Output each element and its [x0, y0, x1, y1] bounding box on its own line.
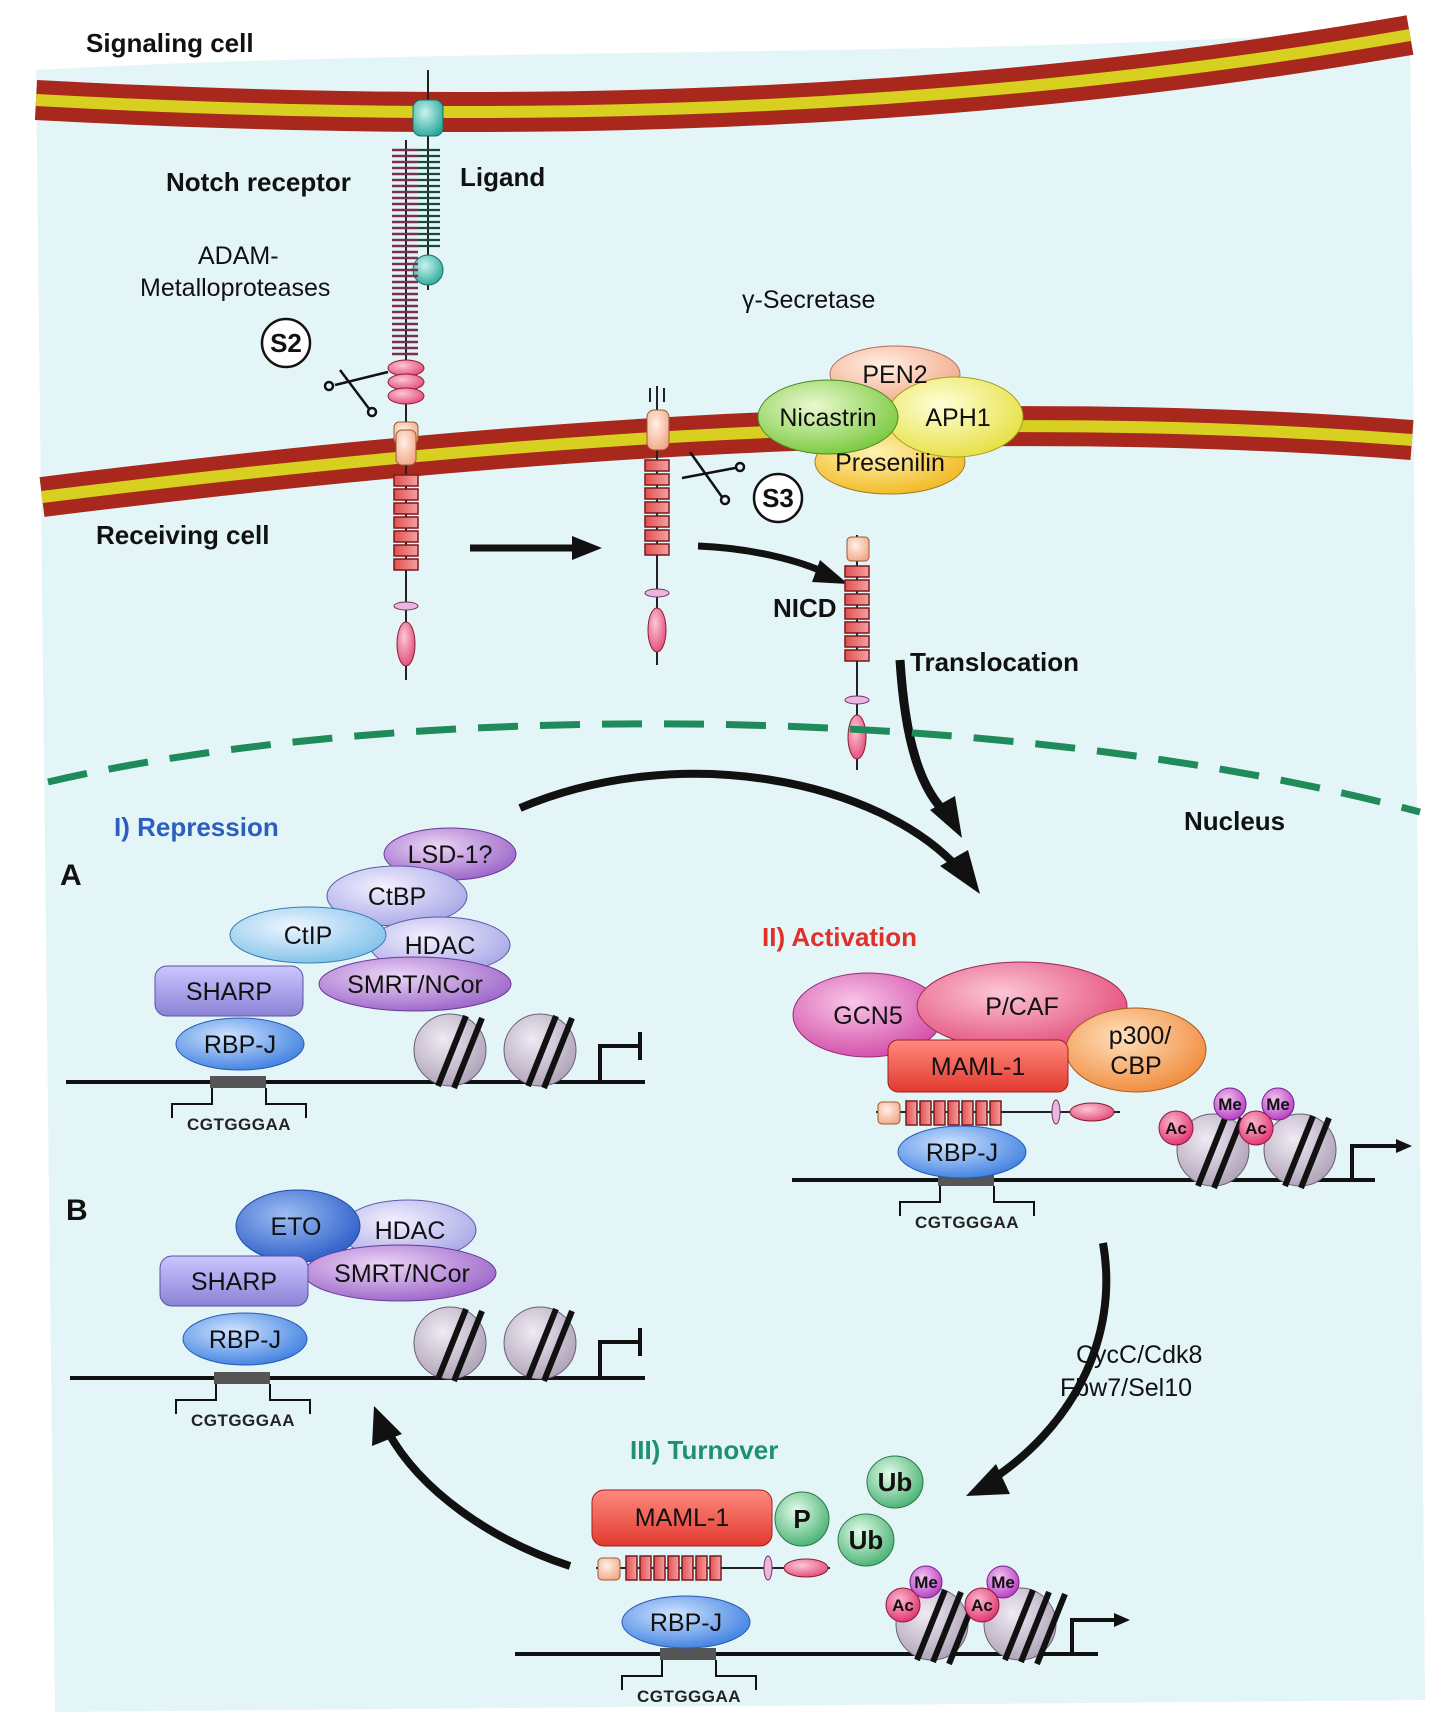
- me-mark-turn2: Me: [991, 1573, 1015, 1592]
- notch-receptor-label: Notch receptor: [166, 167, 351, 197]
- p300-label: p300/: [1109, 1022, 1172, 1050]
- repression-title: I) Repression: [114, 812, 279, 842]
- me-mark-act1: Me: [1218, 1095, 1242, 1114]
- nucleosome-act2: [1263, 1113, 1337, 1190]
- s3-cleavage-site: S3: [752, 472, 804, 524]
- ctip-label: CtIP: [284, 922, 333, 950]
- release-arrow: [697, 542, 848, 584]
- ac-mark-turn1: Ac: [892, 1596, 914, 1615]
- repression-complex-b: CGTGGGAA ETO HDAC SHARP SMRT/NCor RBP-J: [70, 1189, 645, 1430]
- histone-marks-turn2: Me Ac: [964, 1565, 1020, 1623]
- sharp-label-b: SHARP: [191, 1268, 277, 1296]
- nucleosome-b1: [413, 1306, 487, 1383]
- turnover-promoter-arrow: [1070, 1613, 1130, 1654]
- repressed-promoter-b: [598, 1328, 642, 1378]
- adam-label-line1: ADAM-: [198, 242, 279, 270]
- cleavage-arrow: [470, 536, 602, 560]
- translocation-label: Translocation: [910, 647, 1079, 677]
- rbpj-label-b: RBP-J: [209, 1326, 281, 1354]
- receiving-cell-label: Receiving cell: [96, 520, 269, 550]
- panel-a-label: A: [60, 859, 82, 892]
- s2-label: S2: [270, 328, 302, 358]
- maml1-label-activation: MAML-1: [931, 1053, 1025, 1081]
- nucleosome-act1: [1176, 1113, 1250, 1190]
- signaling-cell-label: Signaling cell: [86, 28, 254, 58]
- sharp-label-a: SHARP: [186, 978, 272, 1006]
- s3-scissors-icon: [681, 451, 746, 506]
- turnover-title: III) Turnover: [630, 1435, 778, 1465]
- nucleosome-b2: [503, 1306, 577, 1383]
- ligand-label: Ligand: [460, 162, 545, 192]
- cbp-label: CBP: [1110, 1052, 1161, 1080]
- rbpj-label-activation: RBP-J: [926, 1139, 998, 1167]
- activation-title: II) Activation: [762, 922, 917, 952]
- s3-label: S3: [762, 483, 794, 513]
- derepression-arrow: [518, 769, 980, 894]
- nucleus-label: Nucleus: [1184, 806, 1285, 836]
- nicastrin-label: Nicastrin: [779, 404, 876, 432]
- hdac-label-a: HDAC: [405, 932, 476, 960]
- histone-marks-act1: Me Ac: [1158, 1087, 1247, 1146]
- pen2-label: PEN2: [862, 361, 927, 389]
- gcn5-label: GCN5: [833, 1002, 902, 1030]
- nucleosome-a1: [413, 1013, 487, 1090]
- nucleus-envelope: [47, 720, 1421, 816]
- me-mark-turn1: Me: [914, 1573, 938, 1592]
- motif-sequence-turnover: CGTGGGAA: [637, 1687, 741, 1706]
- nucleosome-turn2: [983, 1587, 1068, 1666]
- s2-cleavage-site: S2: [260, 317, 312, 369]
- smrt-label-b: SMRT/NCor: [334, 1260, 470, 1288]
- repressed-promoter-a: [598, 1032, 642, 1082]
- gamma-secretase-complex: PEN2 Nicastrin APH1 Presenilin: [757, 345, 1024, 495]
- notch-receptor-full: [387, 140, 425, 680]
- hdac-label-b: HDAC: [375, 1217, 446, 1245]
- repression-complex-a: CGTGGGAA LSD-1? CtBP CtIP HDAC SHARP SMR…: [66, 827, 645, 1134]
- histone-marks-turn1: Me Ac: [885, 1565, 943, 1623]
- notch-receptor-truncated: [644, 386, 670, 665]
- ubiquitin-label-1: Ub: [849, 1525, 884, 1555]
- activation-complex: CGTGGGAA Me Ac Me Ac: [792, 961, 1412, 1232]
- ac-mark-act1: Ac: [1165, 1119, 1187, 1138]
- smrt-label-a: SMRT/NCor: [347, 971, 483, 999]
- translocation-arrow: [895, 659, 962, 838]
- phospho-label: P: [793, 1504, 810, 1534]
- nicd-label: NICD: [773, 593, 837, 623]
- signaling-cell-membrane: [34, 15, 1414, 133]
- maml1-label-turnover: MAML-1: [635, 1504, 729, 1532]
- gamma-secretase-label: γ-Secretase: [742, 286, 875, 314]
- presenilin-label: Presenilin: [835, 449, 945, 477]
- turnover-arrow: [966, 1242, 1111, 1496]
- s2-scissors-icon: [323, 369, 389, 418]
- me-mark-act2: Me: [1266, 1095, 1290, 1114]
- pcaf-label: P/CAF: [985, 993, 1059, 1021]
- nicd-fragment: [844, 535, 870, 770]
- panel-b-label: B: [66, 1194, 88, 1227]
- receiving-cell-membrane: [39, 406, 1414, 517]
- ligand-protein: [412, 70, 444, 290]
- turnover-complex: CGTGGGAA Me Ac Me Ac: [515, 1455, 1130, 1706]
- eto-label: ETO: [271, 1213, 322, 1241]
- active-promoter-arrow: [1350, 1139, 1412, 1180]
- adam-label-line2: Metalloproteases: [140, 274, 330, 302]
- ac-mark-turn2: Ac: [971, 1596, 993, 1615]
- lsd1-label: LSD-1?: [408, 841, 493, 869]
- ctbp-label: CtBP: [368, 883, 426, 911]
- histone-marks-act2: Me Ac: [1238, 1087, 1295, 1146]
- recycling-arrow: [372, 1406, 572, 1570]
- rbpj-label-turnover: RBP-J: [650, 1609, 722, 1637]
- motif-sequence-a: CGTGGGAA: [187, 1115, 291, 1134]
- rbpj-label-a: RBP-J: [204, 1031, 276, 1059]
- ubiquitin-label-2: Ub: [878, 1467, 913, 1497]
- nucleosome-a2: [503, 1013, 577, 1090]
- motif-sequence-activation: CGTGGGAA: [915, 1213, 1019, 1232]
- aph1-label: APH1: [925, 404, 990, 432]
- motif-sequence-b: CGTGGGAA: [191, 1411, 295, 1430]
- ac-mark-act2: Ac: [1245, 1119, 1267, 1138]
